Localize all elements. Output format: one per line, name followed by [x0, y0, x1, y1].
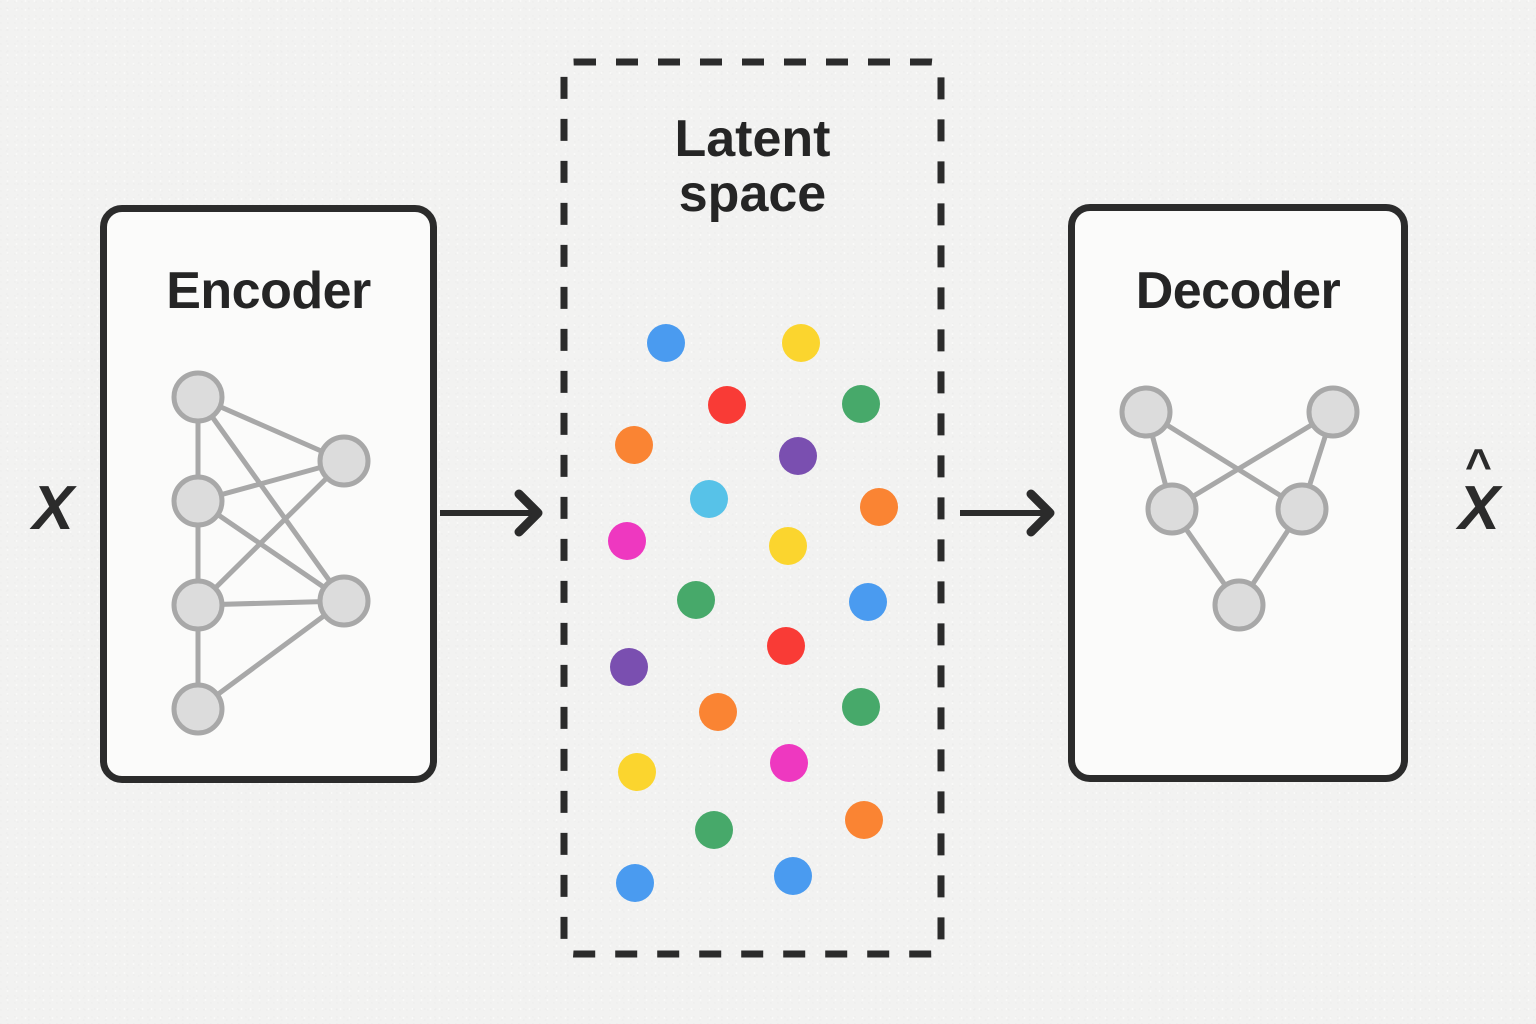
- latent-dot: [767, 627, 805, 665]
- latent-dot: [845, 801, 883, 839]
- latent-dot: [774, 857, 812, 895]
- latent-title-line-2: space: [678, 165, 827, 224]
- latent-dot: [779, 437, 817, 475]
- encoder-network: [171, 370, 371, 736]
- hat-accent-icon: ^: [1465, 439, 1492, 491]
- latent-dot: [849, 583, 887, 621]
- decoder-node: [1275, 482, 1329, 536]
- latent-dot: [618, 753, 656, 791]
- decoder-node: [1145, 482, 1199, 536]
- latent-dot: [615, 426, 653, 464]
- latent-title-line-1: Latent: [674, 110, 831, 168]
- encoder-edge: [195, 598, 347, 712]
- latent-dot: [860, 488, 898, 526]
- decoder-node: [1119, 385, 1173, 439]
- output-label-text: X: [1458, 474, 1500, 543]
- encoder-panel: Encoder: [100, 205, 437, 783]
- latent-space-title: Latent space: [560, 110, 945, 224]
- latent-space-panel: Latent space: [560, 58, 945, 958]
- latent-dot: [608, 522, 646, 560]
- decoder-node: [1212, 578, 1266, 632]
- decoder-network: [1119, 385, 1360, 632]
- encoder-edge: [195, 394, 347, 464]
- latent-dot: [610, 648, 648, 686]
- latent-dot: [842, 688, 880, 726]
- latent-dot: [782, 324, 820, 362]
- decoder-title: Decoder: [1135, 262, 1341, 320]
- encoder-edge: [195, 458, 347, 608]
- encoder-edge: [195, 394, 347, 604]
- latent-dot: [647, 324, 685, 362]
- latent-dot: [769, 527, 807, 565]
- latent-dot: [699, 693, 737, 731]
- input-label-text: X: [32, 474, 74, 543]
- encoder-node: [317, 574, 371, 628]
- latent-dot: [708, 386, 746, 424]
- latent-to-decoder-arrow: [960, 489, 1055, 537]
- encoder-node: [171, 370, 225, 424]
- decoder-panel: Decoder: [1068, 204, 1408, 782]
- arrow-head-icon: [514, 489, 543, 537]
- encoder-node: [171, 682, 225, 736]
- encoder-node: [317, 434, 371, 488]
- latent-dot: [842, 385, 880, 423]
- output-label: ^ X: [1442, 442, 1516, 540]
- latent-dot: [690, 480, 728, 518]
- arrow-head-icon: [1026, 489, 1055, 537]
- latent-dot: [770, 744, 808, 782]
- decoder-node: [1306, 385, 1360, 439]
- encoder-title: Encoder: [166, 262, 371, 320]
- latent-dashed-border: [560, 58, 945, 958]
- encoder-to-latent-arrow: [440, 489, 543, 537]
- encoder-node: [171, 474, 225, 528]
- encoder-edge: [195, 498, 347, 604]
- decoder-edge: [1169, 409, 1336, 512]
- encoder-node: [171, 578, 225, 632]
- decoder-edge: [1143, 409, 1305, 512]
- latent-dot: [695, 811, 733, 849]
- latent-dot: [677, 581, 715, 619]
- latent-dot: [616, 864, 654, 902]
- input-label: X: [16, 478, 90, 540]
